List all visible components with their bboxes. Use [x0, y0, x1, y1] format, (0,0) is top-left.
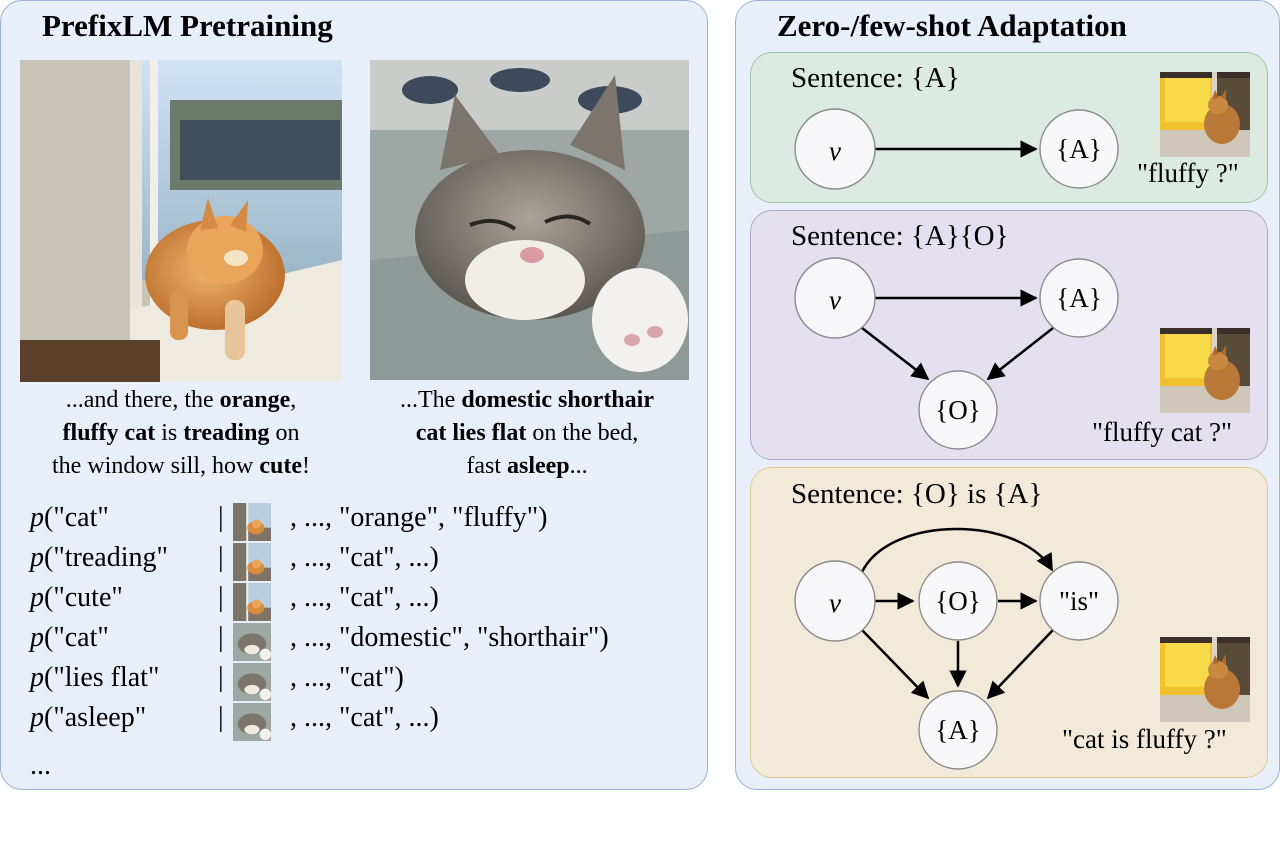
caption-text: ...The: [400, 387, 462, 413]
edge-v-to-is: [860, 527, 1054, 573]
conditional-bar: |: [218, 582, 224, 613]
target-token: p("cute": [30, 582, 123, 614]
node-v: [794, 108, 876, 190]
orange-cat-thumbnail: [233, 583, 271, 621]
node-v-label: v: [829, 285, 841, 315]
target-token: p("cat": [30, 502, 109, 534]
tabby-cat-photo: [370, 60, 689, 380]
node-o: [918, 561, 998, 641]
node-v: [794, 257, 876, 339]
node-v-label: v: [829, 588, 841, 618]
prompt-text: "fluffy cat ?": [1092, 417, 1232, 447]
prob-symbol: p: [30, 662, 44, 693]
tabby-cat-caption: ...The domestic shorthair cat lies flat o…: [362, 384, 692, 483]
caption-keyword: fluffy cat: [62, 420, 156, 446]
target-text: ("treading": [44, 542, 168, 573]
target-text: ("cat": [44, 502, 109, 533]
probability-row: p("lies flat" | , ..., "cat"): [30, 662, 690, 702]
target-text: ("lies flat": [44, 662, 160, 693]
sentence-template: Sentence: {O} is {A}: [791, 478, 1043, 510]
node-a: [918, 690, 998, 770]
list-ellipsis: ...: [30, 750, 51, 781]
caption-text: ,: [290, 387, 297, 413]
context-tokens: , ..., "cat", ...): [290, 542, 439, 573]
prob-symbol: p: [30, 622, 44, 653]
query-image: [1160, 328, 1250, 413]
caption-keyword: domestic shorthair: [461, 387, 654, 413]
caption-text: on: [269, 420, 300, 446]
conditional-bar: |: [218, 702, 224, 733]
caption-text: fast: [466, 453, 507, 479]
node-is-label: "is": [1059, 586, 1099, 616]
node-a-label: {A}: [1056, 283, 1101, 313]
conditional-bar: |: [218, 622, 224, 653]
caption-text: ...: [569, 453, 588, 479]
orange-cat-photo: [20, 60, 342, 382]
edge-v-to-a: [861, 629, 930, 700]
caption-text: the window sill, how: [52, 453, 260, 479]
prob-symbol: p: [30, 582, 44, 613]
target-token: p("asleep": [30, 702, 146, 734]
probability-row: p("cute" | , ..., "cat", ...): [30, 582, 690, 622]
context-tokens: , ..., "orange", "fluffy"): [290, 502, 548, 533]
probability-row: p("cat" | , ..., "domestic", "shorthair"): [30, 622, 690, 662]
node-v-label: v: [829, 136, 841, 166]
target-text: ("cat": [44, 622, 109, 653]
prefixlm-title: PrefixLM Pretraining: [42, 8, 333, 43]
node-o: [918, 370, 998, 450]
prob-symbol: p: [30, 502, 44, 533]
caption-text: on the bed,: [526, 420, 639, 446]
prompt-text: "cat is fluffy ?": [1062, 724, 1227, 754]
probability-row: p("cat" | , ..., "orange", "fluffy"): [30, 502, 690, 542]
caption-keyword: asleep: [506, 453, 570, 479]
conditional-bar: |: [218, 662, 224, 693]
edge-a-to-o: [986, 327, 1054, 381]
caption-keyword: orange: [219, 387, 291, 413]
node-o-label: {O}: [935, 395, 980, 425]
query-image: [1160, 72, 1250, 157]
target-token: p("treading": [30, 542, 168, 574]
tabby-cat-thumbnail: [233, 663, 271, 701]
prob-symbol: p: [30, 542, 44, 573]
sentence-template: Sentence: {A}{O}: [791, 220, 1009, 252]
target-text: ("asleep": [44, 702, 147, 733]
node-v: [794, 560, 876, 642]
orange-cat-caption: ...and there, the orange, fluffy cat is t…: [20, 384, 342, 483]
target-token: p("cat": [30, 622, 109, 654]
sentence-template: Sentence: {A}: [791, 62, 960, 94]
edge-is-to-a: [986, 629, 1054, 700]
caption-text: is: [155, 420, 184, 446]
context-tokens: , ..., "cat", ...): [290, 582, 439, 613]
edge-v-to-o: [861, 327, 930, 381]
orange-cat-thumbnail: [233, 543, 271, 581]
tabby-cat-thumbnail: [233, 703, 271, 741]
node-a-label: {A}: [935, 715, 980, 745]
caption-keyword: cute: [259, 453, 302, 479]
caption-keyword: cat lies flat: [415, 420, 527, 446]
conditional-bar: |: [218, 542, 224, 573]
query-image: [1160, 637, 1250, 722]
caption-keyword: treading: [183, 420, 270, 446]
caption-text: !: [301, 453, 310, 479]
conditional-bar: |: [218, 502, 224, 533]
prompt-text: "fluffy ?": [1137, 158, 1239, 188]
node-o-label: {O}: [935, 586, 980, 616]
probability-row: p("treading" | , ..., "cat", ...): [30, 542, 690, 582]
target-text: ("cute": [44, 582, 123, 613]
orange-cat-thumbnail: [233, 503, 271, 541]
node-a-label: {A}: [1056, 134, 1101, 164]
context-tokens: , ..., "domestic", "shorthair"): [290, 622, 609, 653]
node-a: [1039, 109, 1119, 189]
context-tokens: , ..., "cat"): [290, 662, 404, 693]
node-is: [1039, 561, 1119, 641]
target-token: p("lies flat": [30, 662, 159, 694]
adaptation-title: Zero-/few-shot Adaptation: [777, 8, 1127, 43]
context-tokens: , ..., "cat", ...): [290, 702, 439, 733]
tabby-cat-thumbnail: [233, 623, 271, 661]
probability-row: p("asleep" | , ..., "cat", ...): [30, 702, 690, 742]
prob-symbol: p: [30, 702, 44, 733]
node-a: [1039, 258, 1119, 338]
caption-text: ...and there, the: [65, 387, 220, 413]
